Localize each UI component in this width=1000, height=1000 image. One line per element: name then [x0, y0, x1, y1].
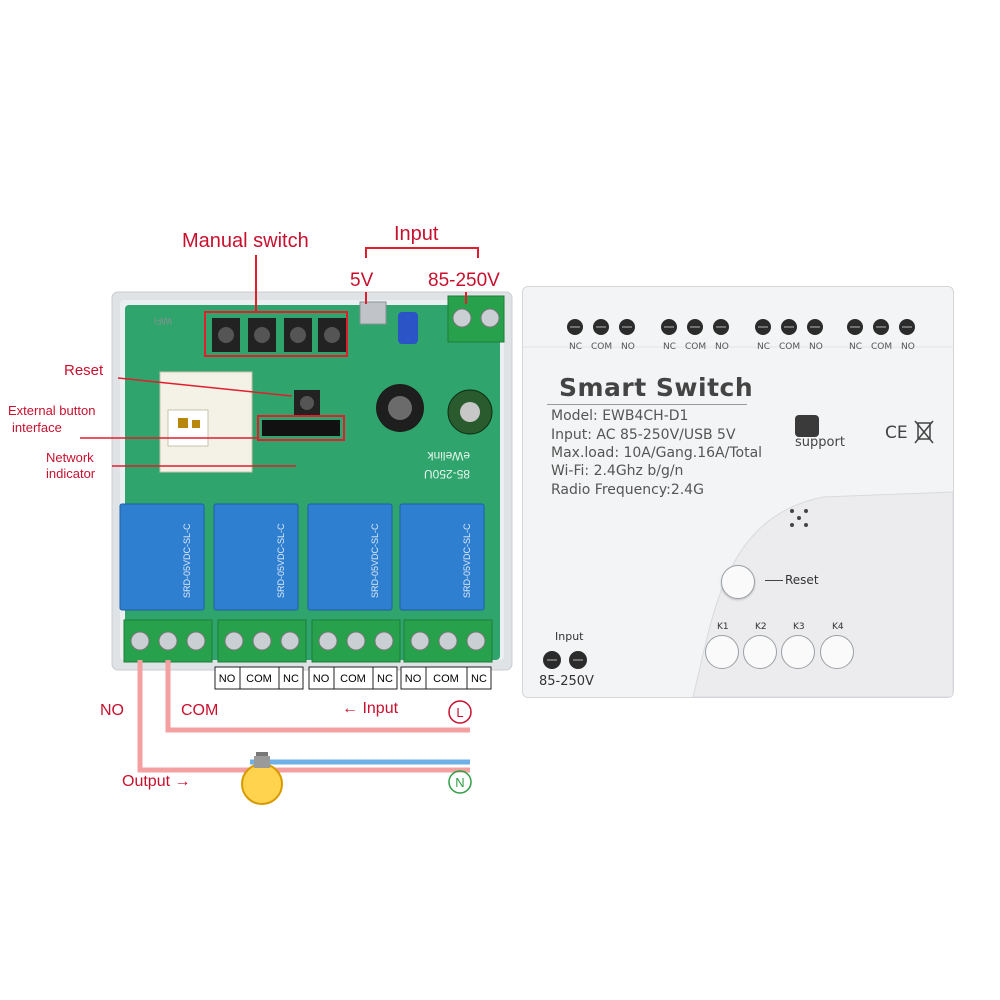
top-terminal-screws	[567, 319, 915, 335]
title-underline	[547, 404, 747, 405]
wiring-input-label: ← Input	[342, 700, 399, 717]
terminal-label-com-3: COM	[779, 342, 801, 352]
terminal-label-no-4: NO	[901, 342, 915, 352]
reset-label: Reset	[64, 362, 104, 379]
input-terminal-screws	[543, 651, 587, 669]
device-input-label: Input	[555, 630, 584, 643]
relay-label: SRD-05VDC-SL-C	[370, 523, 380, 598]
wiring-no-label: NO	[100, 702, 124, 719]
terminal-label-no-1: NO	[621, 342, 635, 352]
external-button-highlight	[257, 415, 345, 441]
pcb-silk-brand: eWelink	[427, 449, 470, 463]
input-5v-label: 5V	[350, 270, 374, 291]
neutral-symbol-icon	[448, 770, 472, 794]
external-button-header	[262, 420, 340, 436]
spec-radio: Radio Frequency:2.4G	[551, 482, 704, 498]
ewelink-support-logo-icon	[795, 415, 819, 437]
spec-model: Model: EWB4CH-D1	[551, 408, 689, 424]
weee-bin-icon	[914, 420, 934, 444]
terminal-label: COM	[246, 673, 272, 685]
network-line2: indicator	[46, 466, 96, 481]
key-label-k1: K1	[717, 622, 729, 632]
external-button-line2: interface	[12, 420, 62, 435]
network-indicator-label: Network indicator	[46, 450, 95, 482]
terminal-label: COM	[340, 673, 366, 685]
relay-label: SRD-05VDC-SL-C	[182, 523, 192, 598]
light-bulb-icon	[241, 752, 283, 805]
relay-2: SRD-05VDC-SL-C	[213, 503, 299, 611]
relay-1: SRD-05VDC-SL-C	[119, 503, 205, 611]
reset-pointer-line	[765, 580, 783, 581]
k3-button[interactable]	[781, 635, 815, 669]
pcb-silk-wifi: WiFi	[154, 316, 172, 326]
relay-3: SRD-05VDC-SL-C	[307, 503, 393, 611]
k4-button[interactable]	[820, 635, 854, 669]
wiring-diagram	[137, 660, 470, 773]
terminal-label: NO	[313, 673, 330, 685]
terminal-label-com-4: COM	[871, 342, 893, 352]
reset-button[interactable]	[721, 565, 755, 599]
neutral-symbol-label: N	[455, 775, 464, 790]
terminal-label-nc-4: NC	[849, 342, 863, 352]
terminal-label-nc-2: NC	[663, 342, 677, 352]
terminal-label: NO	[405, 673, 422, 685]
device-title: Smart Switch	[559, 373, 754, 402]
external-button-label: External button interface	[8, 402, 95, 436]
input-85-250v-label: 85-250V	[428, 270, 500, 291]
key-label-k2: K2	[755, 622, 767, 632]
ce-mark: CE	[885, 423, 908, 443]
terminal-label: NC	[377, 673, 393, 685]
usb-port	[359, 301, 387, 325]
terminal-label: COM	[433, 673, 459, 685]
key-label-k3: K3	[793, 622, 805, 632]
status-led-icon	[790, 509, 808, 527]
top-terminal-row	[561, 317, 941, 353]
output-terminal-blocks	[123, 619, 493, 663]
device-input-voltage: 85-250V	[539, 674, 594, 689]
terminal-label-nc-3: NC	[757, 342, 771, 352]
wiring-output-label: Output →	[122, 773, 191, 790]
manual-switch-label: Manual switch	[182, 230, 309, 252]
key-label-k4: K4	[832, 622, 844, 632]
relay-4: SRD-05VDC-SL-C	[399, 503, 485, 611]
wiring-com-label: COM	[181, 702, 219, 719]
terminal-label: NC	[471, 673, 487, 685]
spec-input: Input: AC 85-250V/USB 5V	[551, 427, 736, 443]
manual-switch-highlight	[204, 311, 348, 357]
relay-label: SRD-05VDC-SL-C	[462, 523, 472, 598]
spec-wifi: Wi-Fi: 2.4Ghz b/g/n	[551, 463, 684, 479]
support-label: support	[795, 435, 845, 450]
network-line1: Network	[46, 450, 94, 465]
smart-switch-device: NC COM NO NC COM NO NC COM NO NC COM NO …	[522, 286, 954, 698]
terminal-label: NO	[219, 673, 236, 685]
spec-max-load: Max.load: 10A/Gang.16A/Total	[551, 445, 763, 461]
reset-button-label: Reset	[785, 573, 819, 587]
terminal-label-strip: NO COM NC NO COM NC NO COM NC	[214, 666, 492, 690]
external-button-line1: External button	[8, 403, 96, 418]
input-label: Input	[394, 223, 439, 245]
manual-switch-buttons	[212, 318, 346, 352]
terminal-label-no-3: NO	[809, 342, 823, 352]
live-symbol-icon	[448, 700, 472, 724]
terminal-label-nc-1: NC	[569, 342, 583, 352]
terminal-label-no-2: NO	[715, 342, 729, 352]
terminal-label-com-1: COM	[591, 342, 613, 352]
k1-button[interactable]	[705, 635, 739, 669]
pcb-silk-model: 85-250U	[424, 467, 470, 481]
pcb-illustration: 85-250U eWelink WiFi SRD-05VDC-SL-C SRD-…	[80, 247, 513, 805]
live-symbol-label: L	[456, 705, 463, 720]
terminal-label: NC	[283, 673, 299, 685]
terminal-label-com-2: COM	[685, 342, 707, 352]
relay-label: SRD-05VDC-SL-C	[276, 523, 286, 598]
k2-button[interactable]	[743, 635, 777, 669]
